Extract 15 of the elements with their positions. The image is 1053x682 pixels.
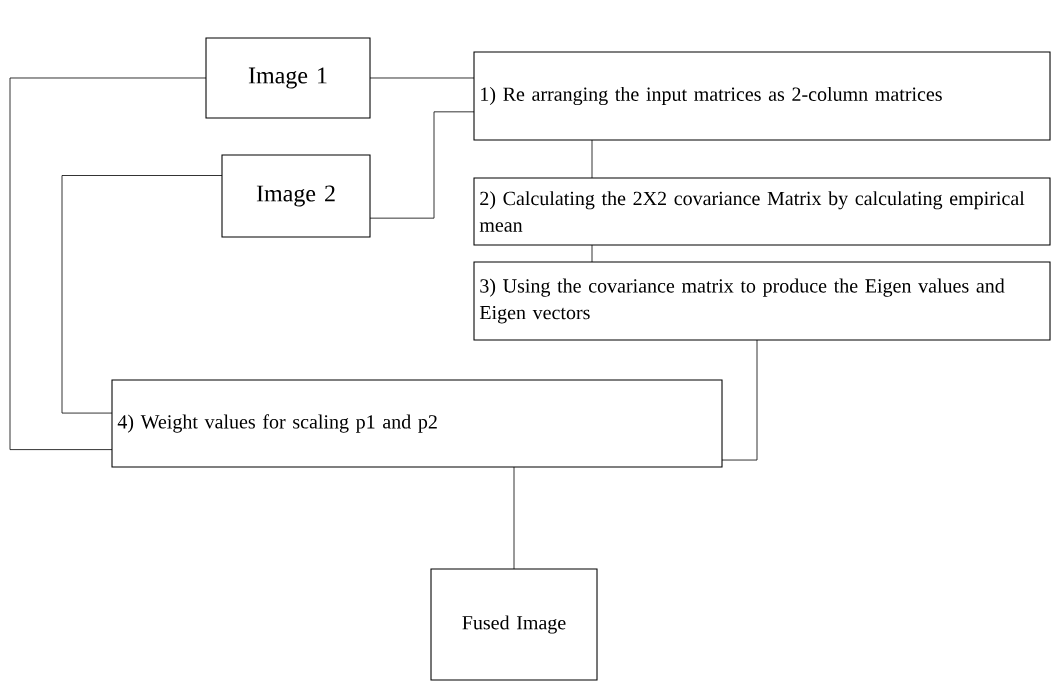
connector-line [591,139,593,179]
connector-line [721,339,758,461]
connector-line [591,244,593,263]
connector-line [513,466,515,570]
step-box: 4) Weight values for scaling p1 and p2 [111,379,723,468]
step-box: 2) Calculating the 2X2 covariance Matrix by calculating empirical mean [473,177,1051,246]
output-box: Fused Image [430,568,598,681]
connector-line [369,77,475,79]
image-box: Image 1 [205,37,371,119]
connector-line [369,111,475,219]
connector-line [61,175,223,414]
connector-line [9,77,207,450]
image-box: Image 2 [221,154,371,238]
step-box: 3) Using the covariance matrix to produce the Eigen values and Eigen vectors [473,261,1051,341]
step-box: 1) Re arranging the input matrices as 2-column matrices [473,51,1051,141]
